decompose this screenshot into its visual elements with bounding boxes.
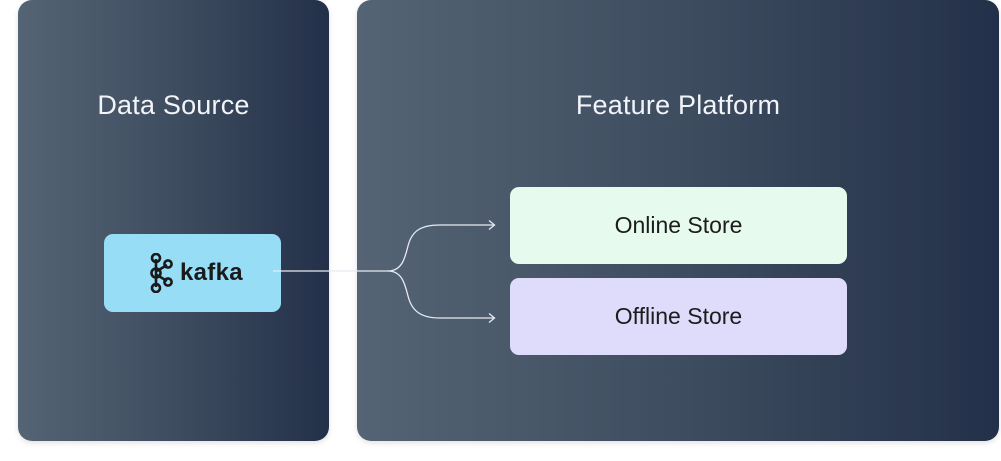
online-store-node[interactable]: Online Store (510, 187, 847, 264)
feature-platform-title: Feature Platform (575, 90, 781, 120)
kafka-logo-icon (150, 253, 173, 293)
connector-line-to-offline-store (387, 270, 494, 319)
arrowhead-online-store (488, 219, 496, 231)
offline-store-node[interactable]: Offline Store (510, 278, 847, 355)
data-source-title: Data Source (97, 90, 250, 120)
kafka-node[interactable]: kafka (104, 234, 281, 312)
data-source-panel: Data Source kafka (18, 0, 329, 441)
kafka-label: kafka (180, 259, 243, 286)
connector-line-to-online-store (273, 224, 494, 272)
arrowhead-offline-store (488, 312, 496, 324)
